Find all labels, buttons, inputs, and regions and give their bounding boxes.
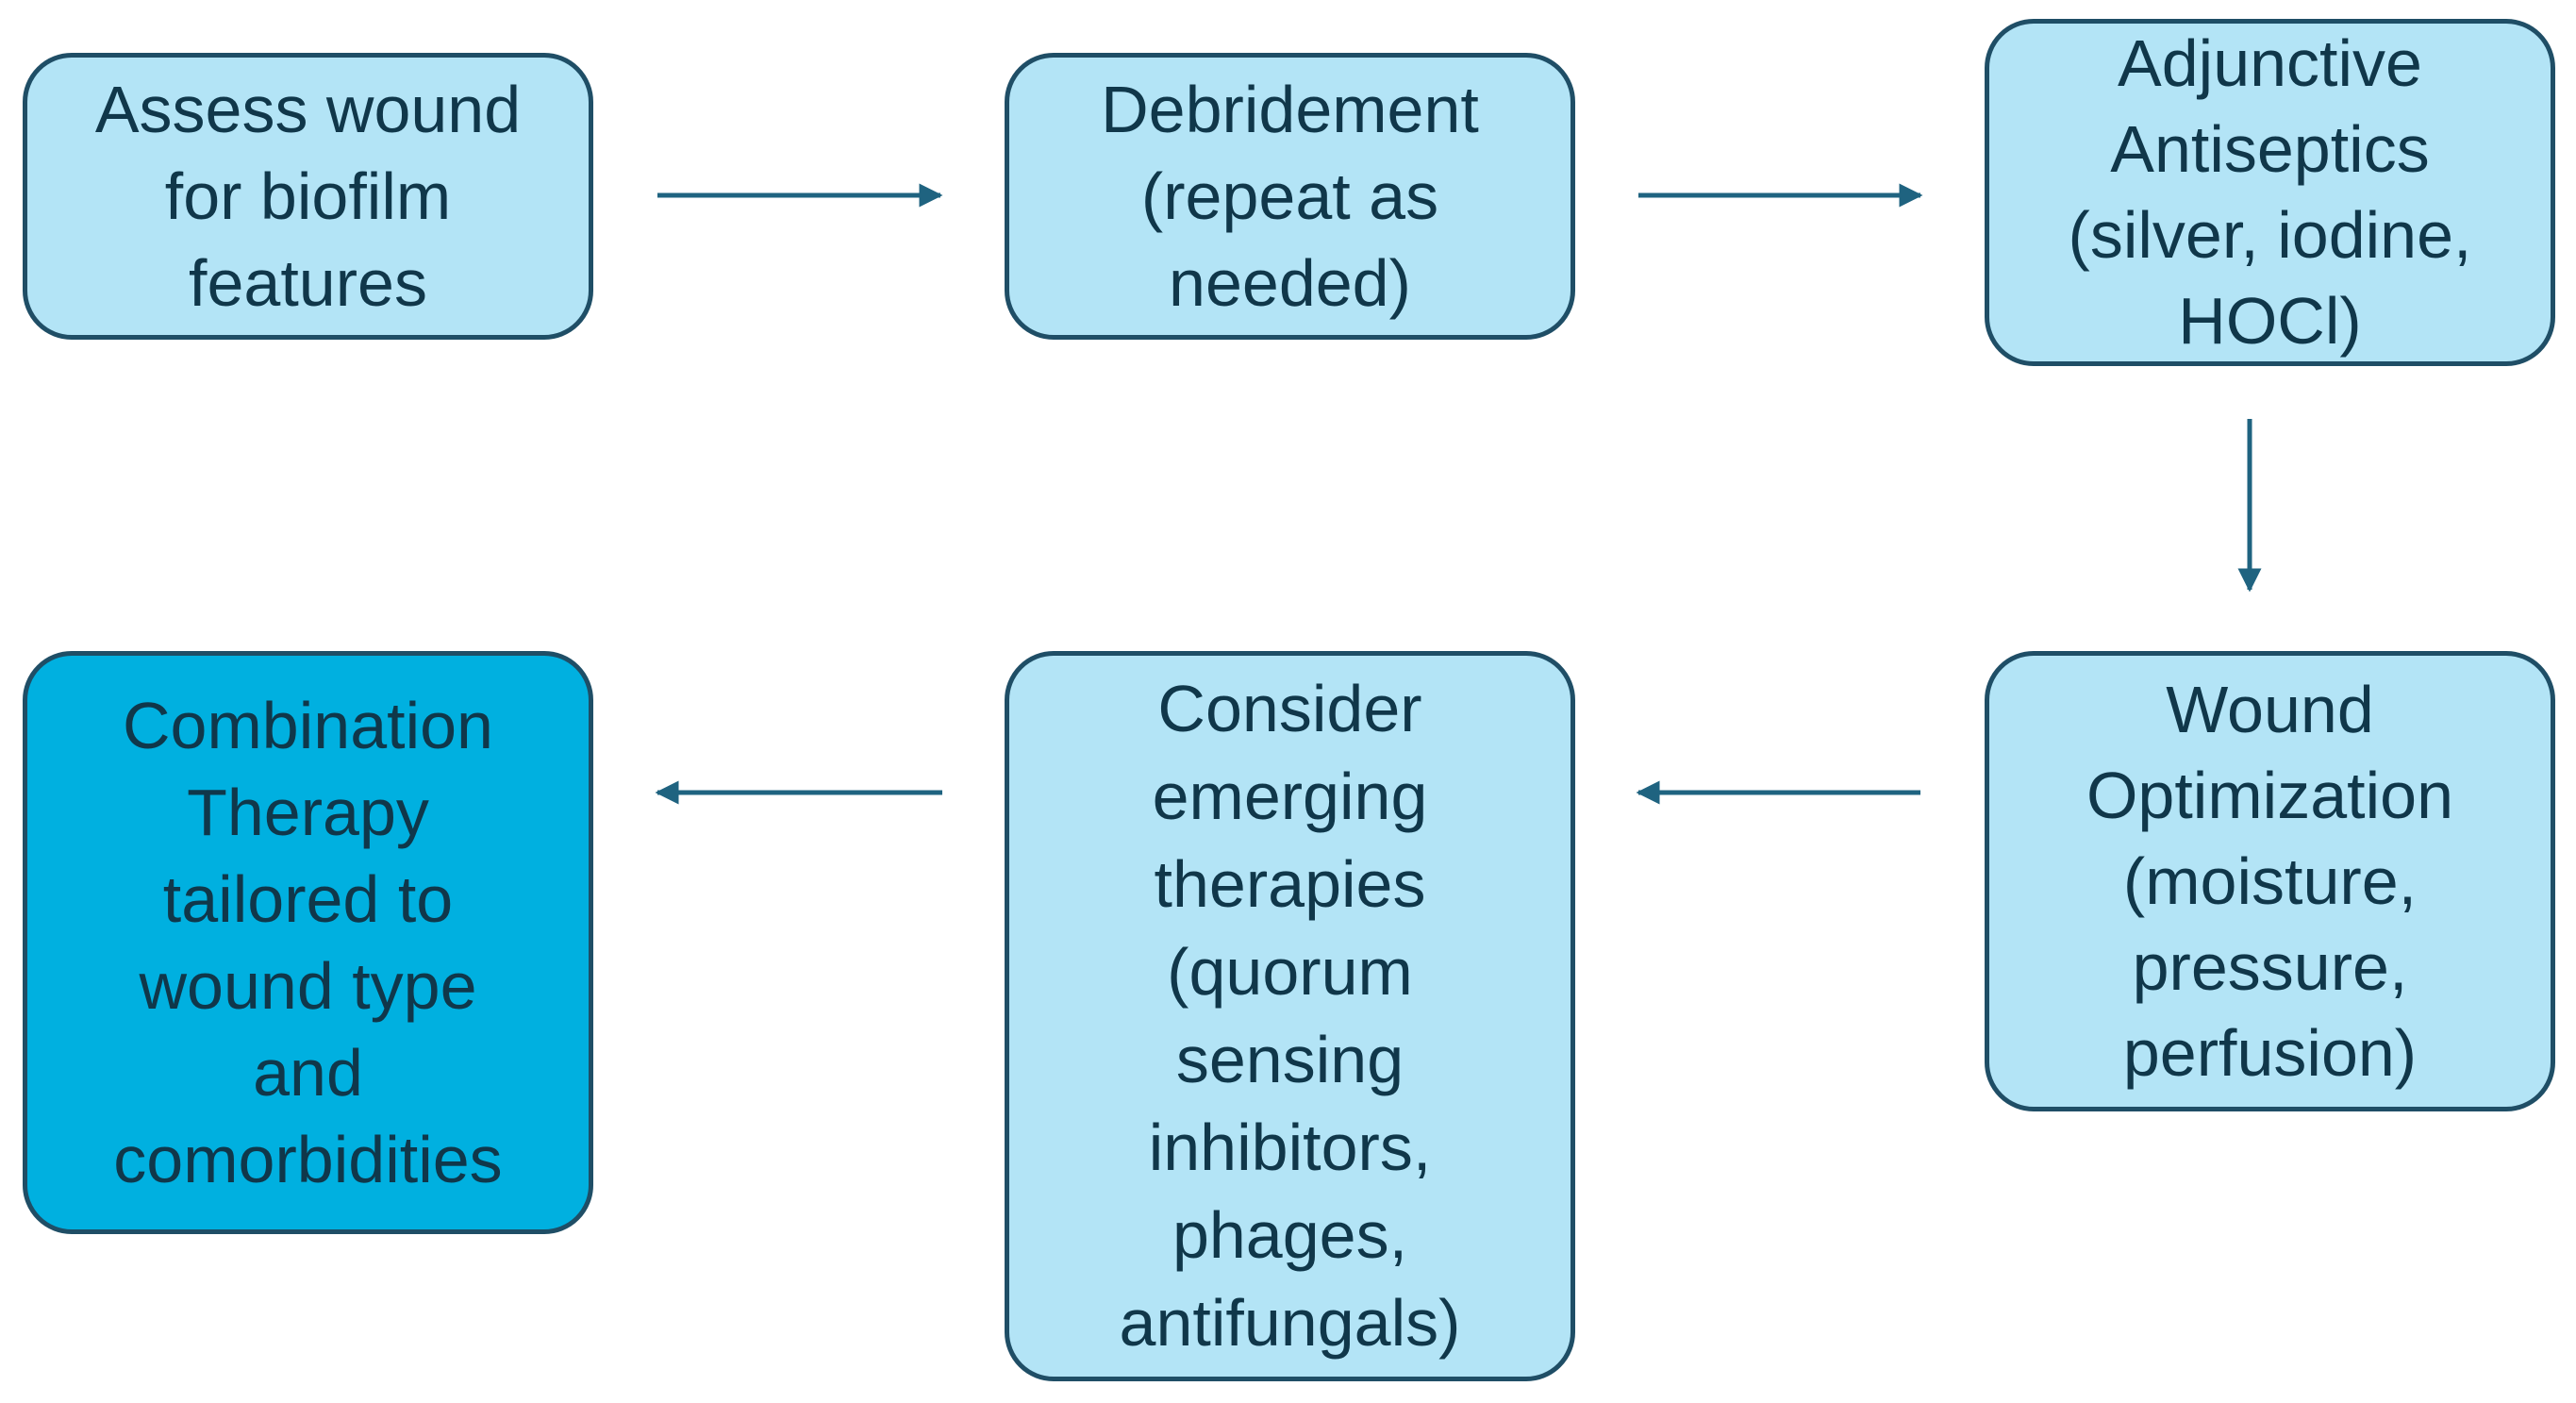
node-debridement-label: Debridement (repeat as needed) <box>1101 73 1479 320</box>
node-debridement: Debridement (repeat as needed) <box>1005 53 1575 340</box>
node-emerging-therapies-label: Consider emerging therapies (quorum sens… <box>1119 672 1461 1360</box>
node-adjunctive-antiseptics-label: Adjunctive Antiseptics (silver, iodine, … <box>2068 26 2472 358</box>
node-assess-wound-label: Assess wound for biofilm features <box>94 73 522 320</box>
node-emerging-therapies: Consider emerging therapies (quorum sens… <box>1005 651 1575 1381</box>
node-combination-therapy-label: Combination Therapy tailored to wound ty… <box>113 689 503 1196</box>
node-combination-therapy: Combination Therapy tailored to wound ty… <box>23 651 593 1234</box>
node-wound-optimization-label: Wound Optimization (moisture, pressure, … <box>2086 672 2454 1090</box>
node-adjunctive-antiseptics: Adjunctive Antiseptics (silver, iodine, … <box>1985 19 2555 366</box>
node-assess-wound: Assess wound for biofilm features <box>23 53 593 340</box>
node-wound-optimization: Wound Optimization (moisture, pressure, … <box>1985 651 2555 1111</box>
